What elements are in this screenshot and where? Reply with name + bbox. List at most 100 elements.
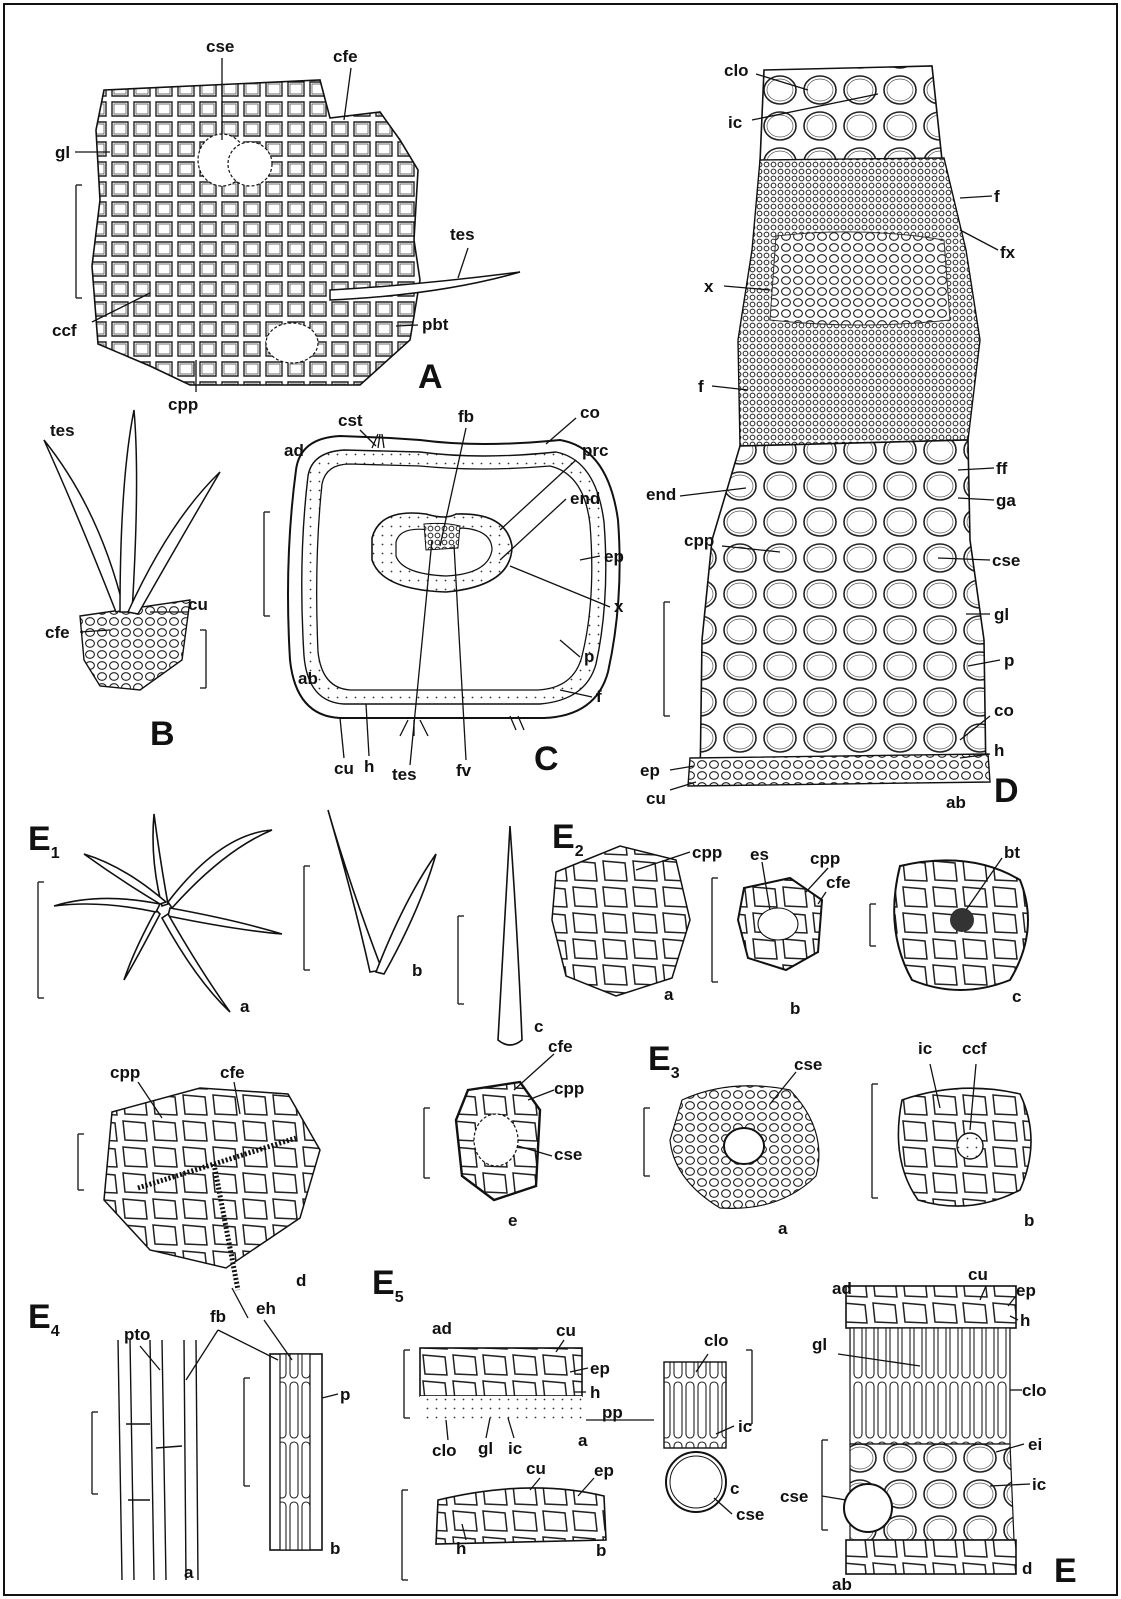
- label-e-gl: gl: [812, 1335, 827, 1354]
- label-e1-c: c: [534, 1017, 543, 1036]
- panel-e5-letter: E5: [372, 1264, 404, 1306]
- label-a-tes: tes: [450, 225, 475, 244]
- panel-e5a-palisade: [420, 1396, 582, 1420]
- label-d-ff: ff: [996, 459, 1008, 478]
- label-c-ep: ep: [604, 547, 624, 566]
- panel-e4b-helical-element: [270, 1354, 322, 1550]
- label-e5a-gl: gl: [478, 1439, 493, 1458]
- panel-e5b-epidermis: [436, 1488, 606, 1544]
- panel-e2e: cfe cpp cse e: [424, 1037, 584, 1230]
- label-c-ab: ab: [298, 669, 318, 688]
- label-e5-b: b: [596, 1541, 606, 1560]
- panel-e-letter: E: [1054, 1552, 1077, 1590]
- panel-e2a-cell-net: [552, 846, 690, 996]
- label-b-cu: cu: [188, 595, 208, 614]
- label-e-d: d: [1022, 1559, 1032, 1578]
- label-c-tes: tes: [392, 765, 417, 784]
- label-e3-b: b: [1024, 1211, 1034, 1230]
- panel-b-trichome-middle: [120, 410, 137, 612]
- label-d-ep: ep: [640, 761, 660, 780]
- panel-e: ad cu ep h gl clo ei cse ic ab d E: [780, 1265, 1077, 1594]
- panel-d-epidermis: [688, 754, 990, 786]
- panel-e3-letter: E3: [648, 1040, 680, 1082]
- panel-e-secretory-cell: [844, 1484, 892, 1532]
- panel-d-upper-cortex: [760, 66, 942, 162]
- panel-d-letter: D: [994, 772, 1019, 810]
- panel-e1a-stellate-trichome: [54, 814, 282, 1012]
- label-d-clo: clo: [724, 61, 749, 80]
- label-e5a-cu: cu: [556, 1321, 576, 1340]
- label-e2e-cpp: cpp: [554, 1079, 584, 1098]
- panel-e2c-trichome-base: [950, 908, 974, 932]
- label-d-ic: ic: [728, 113, 742, 132]
- label-e5-pp: pp: [602, 1403, 623, 1422]
- label-e5a-ep: ep: [590, 1359, 610, 1378]
- label-d-ab: ab: [946, 793, 966, 812]
- label-e2e-cfe: cfe: [548, 1037, 573, 1056]
- panel-e1-letter: E1: [28, 820, 60, 862]
- label-e-ab: ab: [832, 1575, 852, 1594]
- label-e5-a: a: [578, 1431, 588, 1450]
- label-e2d-cfe: cfe: [220, 1063, 245, 1082]
- panel-b-trichome-left: [44, 440, 124, 612]
- label-d-gl: gl: [994, 605, 1009, 624]
- label-e1-a: a: [240, 997, 250, 1016]
- label-e4-a: a: [184, 1563, 194, 1582]
- label-a-gl: gl: [55, 143, 70, 162]
- panel-e2b-stoma: [758, 908, 798, 940]
- panel-e2d: cpp cfe d: [78, 1063, 320, 1318]
- panel-e4a-fibers: [118, 1340, 198, 1580]
- label-e2-c: c: [1012, 987, 1021, 1006]
- label-e-ad: ad: [832, 1279, 852, 1298]
- panel-a-letter: A: [418, 358, 443, 396]
- panel-b-letter: B: [150, 715, 175, 753]
- panel-d-xylem: [770, 232, 950, 325]
- panel-b-trichome-right: [128, 472, 220, 614]
- label-e2-cpp-a: cpp: [692, 843, 722, 862]
- label-e3-ic: ic: [918, 1039, 932, 1058]
- panel-c: cst fb co prc ad end ep x p f ab cu h te…: [264, 403, 624, 784]
- label-e-ep: ep: [1016, 1281, 1036, 1300]
- panel-e3: E3 cse ic ccf a b: [644, 1039, 1034, 1238]
- label-e5a-h: h: [590, 1383, 600, 1402]
- panel-e1b-forked-trichome: [328, 810, 436, 974]
- label-e4-fb: fb: [210, 1307, 226, 1326]
- label-e2-d: d: [296, 1271, 306, 1290]
- label-e5a-ic: ic: [508, 1439, 522, 1458]
- label-e2e-cse: cse: [554, 1145, 582, 1164]
- label-e2-a: a: [664, 985, 674, 1004]
- label-c-cst: cst: [338, 411, 363, 430]
- label-c-prc: prc: [582, 441, 608, 460]
- label-e5b-ep: ep: [594, 1461, 614, 1480]
- panel-e-lower-epidermis: [846, 1540, 1016, 1574]
- label-e-cu: cu: [968, 1265, 988, 1284]
- label-c-end: end: [570, 489, 600, 508]
- label-d-h: h: [994, 741, 1004, 760]
- label-e5c-ic: ic: [738, 1417, 752, 1436]
- label-e-ei: ei: [1028, 1435, 1042, 1454]
- panel-e5a-epidermis: [420, 1348, 582, 1396]
- panel-e2-letter: E2: [552, 818, 584, 860]
- label-d-cpp: cpp: [684, 531, 714, 550]
- label-e4-pto: pto: [124, 1325, 150, 1344]
- panel-b: tes cu cfe B: [44, 410, 220, 753]
- label-e5c-cse: cse: [736, 1505, 764, 1524]
- label-d-f-lower: f: [698, 377, 704, 396]
- panel-a-secretory-cell-3: [266, 323, 318, 363]
- label-a-cpp: cpp: [168, 395, 198, 414]
- panel-e5: E5 ad cu ep h pp clo gl ic a cu ep h b: [372, 1264, 764, 1580]
- label-d-cu: cu: [646, 789, 666, 808]
- panel-c-letter: C: [534, 740, 559, 778]
- label-e5-ad: ad: [432, 1319, 452, 1338]
- panel-e5c-secretory-cell: [666, 1452, 726, 1512]
- panel-e2e-secretory-cell: [474, 1114, 518, 1166]
- label-e2-cpp-b: cpp: [810, 849, 840, 868]
- label-d-x: x: [704, 277, 714, 296]
- label-d-ga: ga: [996, 491, 1016, 510]
- label-a-cse: cse: [206, 37, 234, 56]
- label-e1-b: b: [412, 961, 422, 980]
- label-d-co: co: [994, 701, 1014, 720]
- label-c-f: f: [596, 687, 602, 706]
- label-c-cu: cu: [334, 759, 354, 778]
- panel-e4: E4 pto fb eh p a b: [28, 1298, 350, 1582]
